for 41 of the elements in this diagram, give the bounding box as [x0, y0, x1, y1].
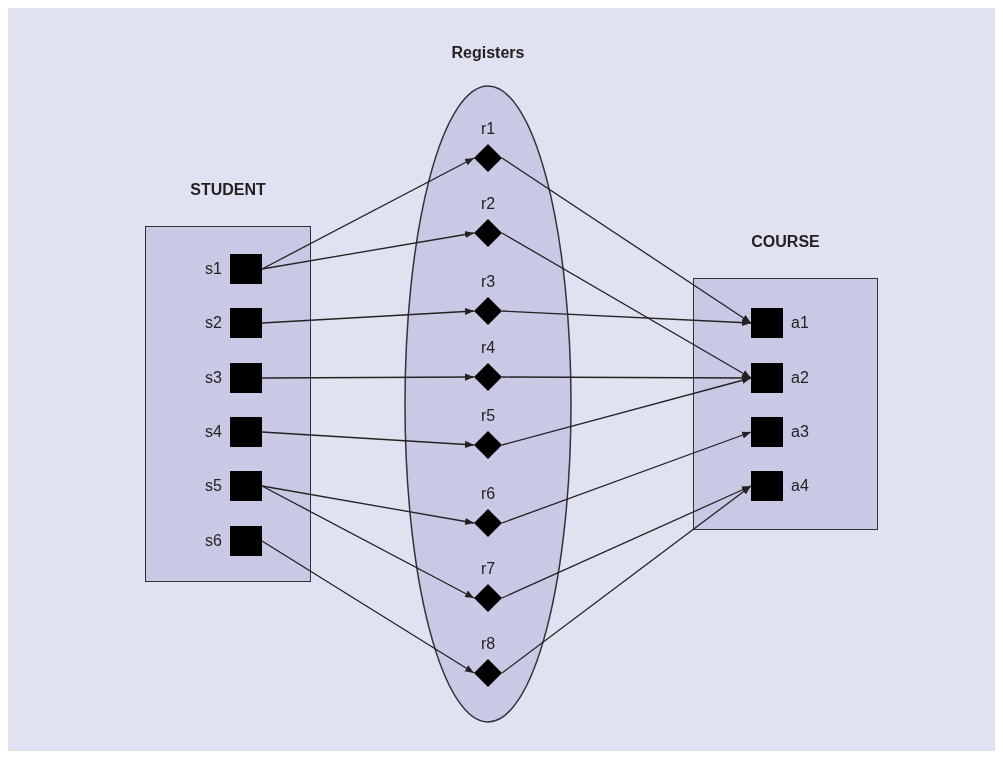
set-heading: STUDENT: [189, 181, 267, 199]
item-label: r4: [479, 339, 497, 357]
arrow: [261, 307, 475, 324]
entity-item: [751, 417, 811, 447]
arrow: [501, 485, 752, 674]
arrow: [501, 431, 752, 524]
item-label: s2: [205, 314, 222, 332]
item-label: s1: [205, 260, 222, 278]
arrow: [261, 157, 475, 270]
item-label: r7: [479, 560, 497, 578]
item-label: r8: [479, 635, 497, 653]
set-heading: Registers: [450, 44, 526, 62]
item-label: r3: [479, 273, 497, 291]
arrow: [501, 485, 752, 599]
arrow: [261, 230, 475, 270]
arrow: [501, 310, 752, 327]
entity-item: [751, 308, 811, 338]
arrow: [501, 157, 752, 324]
item-label: s4: [205, 423, 222, 441]
item-label: a3: [791, 423, 809, 441]
arrow: [501, 376, 752, 446]
item-label: a1: [791, 314, 809, 332]
arrow: [261, 485, 475, 525]
item-label: a4: [791, 477, 809, 495]
entity-item: [751, 471, 811, 501]
item-label: s3: [205, 369, 222, 387]
arrow: [501, 232, 752, 379]
arrow: [501, 374, 752, 382]
set-heading: COURSE: [750, 233, 821, 251]
item-label: s6: [205, 532, 222, 550]
arrow: [261, 540, 475, 674]
entity-item: [751, 363, 811, 393]
item-label: r6: [479, 485, 497, 503]
arrow: [261, 373, 475, 381]
item-label: a2: [791, 369, 809, 387]
arrow: [261, 485, 475, 599]
item-label: s5: [205, 477, 222, 495]
item-label: r1: [479, 120, 497, 138]
item-label: r5: [479, 407, 497, 425]
item-label: r2: [479, 195, 497, 213]
arrow: [261, 431, 475, 449]
